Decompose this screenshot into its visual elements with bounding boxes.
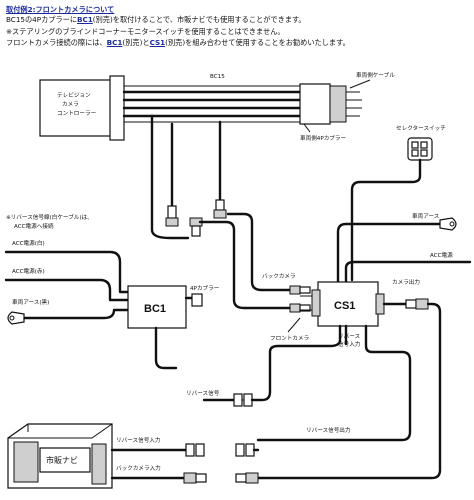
cs1-back-camera-plugs <box>289 285 311 313</box>
vehicle-ground-black-label: 車両アース(黒) <box>12 298 49 306</box>
back-camera-label: バックカメラ <box>262 273 296 280</box>
wire-ground-black <box>22 308 130 320</box>
wire-back-camera-lower <box>198 220 292 310</box>
wire-back-camera-upper <box>226 212 292 292</box>
vehicle-cable-label: 車両側ケーブル <box>356 71 395 79</box>
acc-red-label: ACC電源(赤) <box>12 267 45 275</box>
camera-output-label: カメラ出力 <box>392 278 420 286</box>
intro-line-1: BC15の4PカプラーにBC1(別売)を取付けることで、市販ナビでも使用すること… <box>6 15 306 24</box>
reverse-output-connector <box>235 443 255 457</box>
bc15-harness: BC15 車両側ケーブル 車両側4Pカプラー <box>122 71 395 142</box>
bc1-4p-coupler <box>191 293 203 307</box>
nav-camera-plug <box>183 472 207 484</box>
reverse-input-label-2: 信号入力 <box>338 340 361 348</box>
reverse-note-1: ※リバース信号線(白ケーブル)は、 <box>6 213 93 221</box>
nav-reverse-input-label: リバース信号入力 <box>116 436 161 444</box>
reverse-output-label: リバース信号出力 <box>306 426 351 434</box>
bc1-label: BC1 <box>144 303 166 315</box>
four-p-coupler-label: 4Pカプラー <box>190 285 220 292</box>
cs1-label: CS1 <box>334 300 355 312</box>
tv-controller-label-3: コントローラー <box>57 110 97 117</box>
intro-line-3-pre: フロントカメラ接続の際には、 <box>6 38 107 47</box>
wire-acc-red <box>4 278 130 302</box>
camera-to-nav-plug <box>235 472 259 484</box>
nav-back-camera-input-label: バックカメラ入力 <box>116 464 161 472</box>
intro-line-3-mid: (別売)と <box>122 38 150 47</box>
tv-controller-label-1: テレビジョン <box>57 91 91 99</box>
cs1-highlight: CS1 <box>149 38 166 47</box>
wire-acc-right <box>344 260 472 284</box>
wire-vehicle-ground-right <box>336 222 442 284</box>
nav-unit: 市販ナビ <box>7 423 113 489</box>
intro-line-1-pre: BC15の4Pカプラーに <box>6 15 78 24</box>
selector-switch-label: セレクタースイッチ <box>396 124 446 132</box>
bc15-label: BC15 <box>210 74 225 80</box>
wire-reverse-signal-to-cs1 <box>250 324 342 402</box>
page-title: 取付例2:フロントカメラについて <box>6 5 115 14</box>
ground-lug-left <box>7 311 25 325</box>
ground-lug-right <box>439 217 457 231</box>
front-camera-pointer <box>287 317 301 333</box>
rca-plug-right <box>189 217 203 237</box>
reverse-input-label-1: リバース <box>338 333 361 340</box>
reverse-note-2: ACC電源へ接続 <box>14 222 54 230</box>
reverse-signal-label: リバース信号 <box>186 389 220 397</box>
camera-output-plug <box>405 298 429 310</box>
rca-plug-left <box>165 205 179 227</box>
acc-white-label: ACC電源(白) <box>12 239 45 247</box>
tv-controller-label-2: カメラ <box>62 101 79 108</box>
bc1-optional-note: (別売) <box>92 15 113 24</box>
acc-power-right-label: ACC電源 <box>430 251 453 259</box>
bc1-highlight: BC1 <box>77 15 93 24</box>
vehicle-ground-right-label: 車両アース <box>412 212 440 220</box>
bc15-wire-to-bc1 <box>150 114 190 240</box>
cs1-unit: CS1 <box>311 281 385 327</box>
wire-bc1-down <box>154 326 178 370</box>
rca-plug-mid <box>213 199 227 219</box>
wire-reverse-output <box>256 324 412 442</box>
bc1-highlight-2: BC1 <box>106 38 123 47</box>
intro-line-3: フロントカメラ接続の際には、BC1(別売)とCS1(別売)を組み合わせて使用する… <box>6 38 350 47</box>
cs1-input-leads <box>300 295 312 311</box>
intro-line-1-post: を取付けることで、市販ナビでも使用することができます。 <box>112 15 306 24</box>
bc1-unit: BC1 <box>127 285 187 329</box>
nav-label: 市販ナビ <box>46 455 78 465</box>
front-camera-label: フロントカメラ <box>270 335 309 342</box>
intro-line-3-post: (別売)を組み合わせて使用することをお勧めいたします。 <box>165 38 350 47</box>
intro-line-2: ※ステアリングのブラインドコーナーモニタースイッチを使用することはできません。 <box>6 27 285 36</box>
nav-reverse-connector <box>185 443 205 457</box>
reverse-signal-connector <box>233 393 253 407</box>
selector-wire <box>350 158 422 282</box>
vehicle-4p-label: 車両側4Pカプラー <box>300 134 346 142</box>
selector-switch: セレクタースイッチ <box>396 124 446 161</box>
wire-camera-output-to-nav <box>256 302 442 480</box>
tv-camera-controller: テレビジョン カメラ コントローラー <box>39 75 125 141</box>
wire-acc-white <box>4 250 130 294</box>
